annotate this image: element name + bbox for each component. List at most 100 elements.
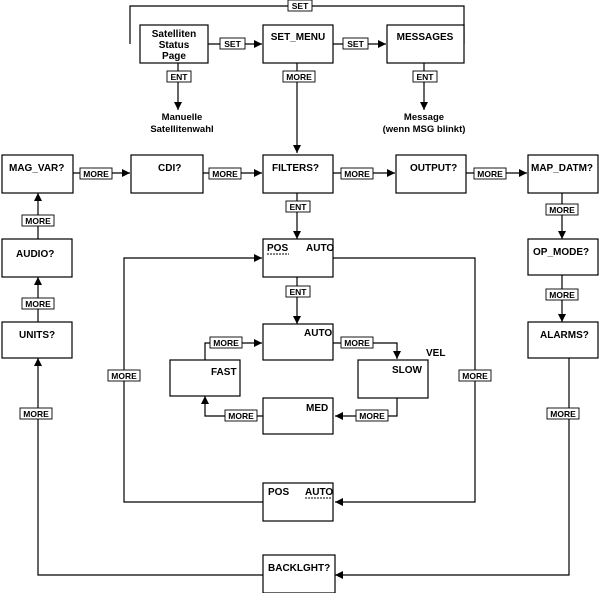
more-key-label-fast-auto: MORE	[209, 336, 243, 349]
set-key-label-top: SET	[287, 0, 313, 12]
more-key-label-alarms-backlght: MORE	[546, 407, 580, 420]
pos-auto-top-pos: POS	[267, 243, 288, 254]
auto-label: AUTO	[304, 328, 332, 339]
pos-auto-bottom-box: POS AUTO	[262, 482, 334, 522]
more-key-label-output-mapdatm: MORE	[473, 167, 507, 180]
set-key-label-left: SET	[219, 37, 246, 50]
slow-box: SLOW	[357, 359, 429, 399]
svg-text:ENT: ENT	[290, 287, 308, 297]
vel-label: VEL	[426, 348, 445, 359]
svg-text:MORE: MORE	[286, 72, 312, 82]
svg-text:MORE: MORE	[25, 299, 51, 309]
satellite-status-line1: Satelliten	[152, 29, 196, 40]
notes: Manuelle Satellitenwahl Message (wenn MS…	[150, 112, 465, 135]
med-label: MED	[306, 403, 328, 414]
svg-text:MORE: MORE	[83, 169, 109, 179]
alarms-label: ALARMS?	[540, 330, 589, 341]
satellite-status-line3: Page	[162, 51, 186, 62]
ent-key-label-messages: ENT	[412, 70, 438, 83]
pos-auto-top-auto: AUTO	[306, 243, 334, 254]
units-label: UNITS?	[19, 330, 55, 341]
backlght-box: BACKLGHT?	[262, 554, 336, 593]
svg-text:MORE: MORE	[25, 216, 51, 226]
svg-text:MORE: MORE	[359, 411, 385, 421]
fast-to-auto-arrow	[204, 339, 262, 360]
key-labels: SET SET SET ENT ENT ENT ENT	[19, 0, 580, 422]
backlght-to-units-arrow	[34, 358, 263, 576]
svg-text:SET: SET	[347, 39, 364, 49]
svg-text:SET: SET	[224, 39, 241, 49]
svg-text:SET: SET	[292, 1, 309, 11]
message-note-line1: Message	[404, 112, 444, 123]
pos-auto-top-box: POS AUTO	[262, 238, 334, 278]
ent-key-label-satellite: ENT	[166, 70, 192, 83]
svg-text:MORE: MORE	[462, 371, 488, 381]
mag-var-box: MAG_VAR?	[1, 154, 74, 194]
alarms-to-backlght-arrow	[335, 358, 570, 579]
output-label: OUTPUT?	[410, 163, 457, 174]
output-box: OUTPUT?	[395, 154, 467, 194]
svg-text:MORE: MORE	[344, 338, 370, 348]
svg-text:MORE: MORE	[213, 338, 239, 348]
more-key-label-mapdatm-opmode: MORE	[545, 203, 579, 216]
svg-text:MORE: MORE	[23, 409, 49, 419]
satellite-status-page-box: Satelliten Status Page	[139, 24, 209, 64]
messages-label: MESSAGES	[397, 32, 454, 43]
svg-text:MORE: MORE	[549, 290, 575, 300]
boxes: Satelliten Status Page SET_MENU MESSAGES…	[1, 24, 599, 593]
cdi-label: CDI?	[158, 163, 181, 174]
more-key-label-backlght-units: MORE	[19, 407, 53, 420]
svg-text:ENT: ENT	[417, 72, 435, 82]
fast-box: FAST	[169, 359, 241, 397]
more-key-label-cdi-filters: MORE	[208, 167, 242, 180]
slow-label: SLOW	[392, 365, 423, 376]
map-datm-label: MAP_DATM?	[531, 163, 593, 174]
units-box: UNITS?	[1, 321, 73, 359]
svg-text:MORE: MORE	[228, 411, 254, 421]
filters-box: FILTERS?	[262, 154, 334, 194]
more-key-label-audio-magvar: MORE	[21, 214, 55, 227]
fast-label: FAST	[211, 367, 237, 378]
auto-box: AUTO	[262, 323, 334, 361]
more-key-label-magvar-cdi: MORE	[79, 167, 113, 180]
more-key-label-med-fast: MORE	[224, 409, 258, 422]
ent-key-label-filters: ENT	[285, 200, 311, 213]
satellite-status-line2: Status	[159, 40, 190, 51]
more-key-label-units-audio: MORE	[21, 297, 55, 310]
manual-satellite-selection-line1: Manuelle	[162, 112, 203, 123]
manual-satellite-selection-line2: Satellitenwahl	[150, 124, 213, 135]
svg-text:MORE: MORE	[344, 169, 370, 179]
message-note-line2: (wenn MSG blinkt)	[383, 124, 466, 135]
backlght-label: BACKLGHT?	[268, 563, 330, 574]
more-key-label-loop-left: MORE	[107, 369, 141, 382]
set-key-label-right: SET	[342, 37, 369, 50]
svg-text:MORE: MORE	[212, 169, 238, 179]
more-key-label-slow-med: MORE	[355, 409, 389, 422]
filters-label: FILTERS?	[272, 163, 319, 174]
cdi-box: CDI?	[130, 154, 204, 194]
med-box: MED	[262, 397, 334, 435]
set-menu-box: SET_MENU	[262, 24, 334, 64]
ent-key-label-posauto: ENT	[285, 285, 311, 298]
svg-text:MORE: MORE	[477, 169, 503, 179]
alarms-box: ALARMS?	[527, 321, 599, 359]
map-datm-box: MAP_DATM?	[527, 154, 599, 194]
audio-label: AUDIO?	[16, 249, 54, 260]
op-mode-label: OP_MODE?	[533, 247, 589, 258]
more-key-label-setmenu: MORE	[282, 70, 316, 83]
pos-auto-bottom-auto: AUTO	[305, 487, 333, 498]
audio-box: AUDIO?	[1, 238, 73, 278]
pos-auto-bottom-pos: POS	[268, 487, 289, 498]
more-key-label-opmode-alarms: MORE	[545, 288, 579, 301]
messages-box: MESSAGES	[386, 24, 465, 64]
svg-text:ENT: ENT	[171, 72, 189, 82]
svg-text:MORE: MORE	[111, 371, 137, 381]
more-key-label-loop-right: MORE	[458, 369, 492, 382]
svg-text:MORE: MORE	[550, 409, 576, 419]
svg-text:ENT: ENT	[290, 202, 308, 212]
op-mode-box: OP_MODE?	[527, 238, 599, 276]
mag-var-label: MAG_VAR?	[9, 163, 64, 174]
more-key-label-filters-output: MORE	[340, 167, 374, 180]
svg-text:MORE: MORE	[549, 205, 575, 215]
